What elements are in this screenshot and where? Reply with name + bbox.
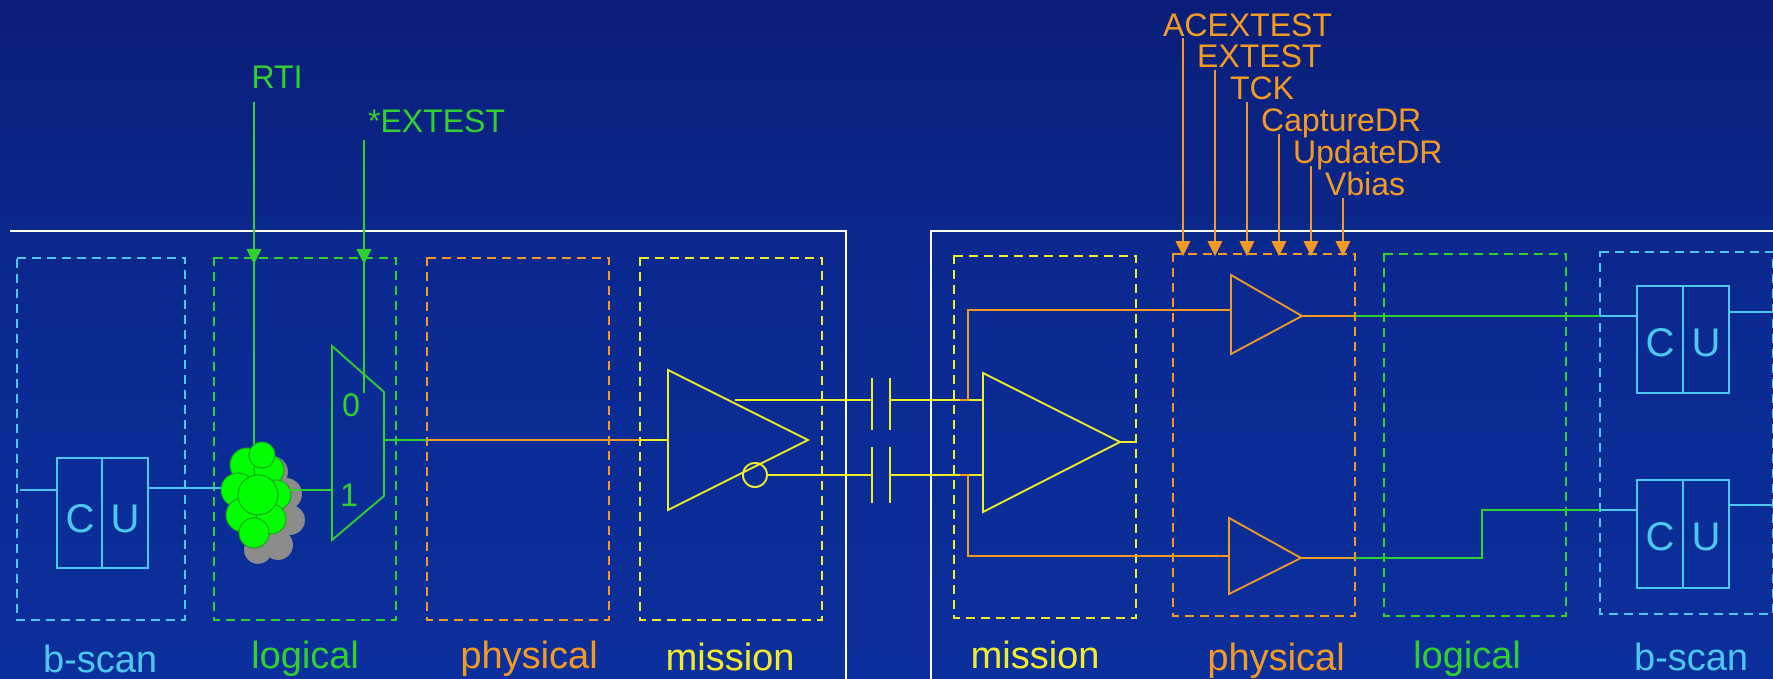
right-bscan-label: b-scan [1634, 637, 1748, 679]
right-bscan-cell-upper [1600, 285, 1773, 394]
right-bscan-region [1599, 251, 1773, 615]
upper-cell-capture-label: C [1646, 321, 1675, 365]
left-differential-driver [667, 368, 811, 512]
right-logical-wires [1355, 315, 1600, 559]
right-physical-label: physical [1207, 637, 1344, 679]
mux-input-0-label: 0 [342, 387, 360, 423]
right-mission-label: mission [971, 635, 1100, 677]
left-mux [331, 343, 385, 543]
left-cell-update-label: U [111, 497, 140, 541]
left-physical-label: physical [460, 635, 597, 677]
extest-signal-label: EXTEST [1197, 38, 1321, 74]
rti-signal-label: RTI [252, 59, 303, 95]
left-bscan-region [16, 257, 186, 621]
lower-cell-capture-label: C [1646, 515, 1675, 559]
right-logical-label: logical [1413, 635, 1521, 677]
not-extest-signal-label: *EXTEST [368, 103, 505, 139]
right-mission-region [953, 255, 1137, 619]
left-control-lines [246, 102, 372, 448]
test-receiver-taps [960, 309, 1231, 557]
right-mission-receiver [982, 371, 1123, 514]
test-receiver-lower [1228, 516, 1304, 596]
left-chip-boundary [10, 230, 847, 679]
vbias-signal-label: Vbias [1325, 166, 1405, 202]
ac-coupling-links [735, 378, 983, 503]
right-physical-region [1172, 253, 1356, 617]
logic-cloud-icon [220, 441, 305, 564]
left-logical-label: logical [251, 635, 359, 677]
tck-signal-label: TCK [1230, 70, 1294, 106]
left-cell-capture-label: C [66, 497, 95, 541]
updatedr-signal-label: UpdateDR [1293, 134, 1442, 170]
right-bscan-cell-lower [1600, 479, 1773, 589]
test-receiver-upper [1230, 273, 1305, 356]
right-control-lines [1175, 38, 1351, 257]
mux-input-1-label: 1 [340, 477, 358, 513]
left-bscan-cell [20, 457, 234, 569]
left-bscan-label: b-scan [43, 639, 157, 679]
capturedr-signal-label: CaptureDR [1261, 102, 1421, 138]
upper-cell-update-label: U [1692, 321, 1721, 365]
left-logical-region [213, 257, 397, 621]
right-logical-region [1383, 253, 1567, 617]
left-mission-label: mission [666, 637, 795, 679]
right-chip-boundary [930, 230, 1773, 679]
lower-cell-update-label: U [1692, 515, 1721, 559]
acextest-signal-label: ACEXTEST [1163, 7, 1332, 43]
